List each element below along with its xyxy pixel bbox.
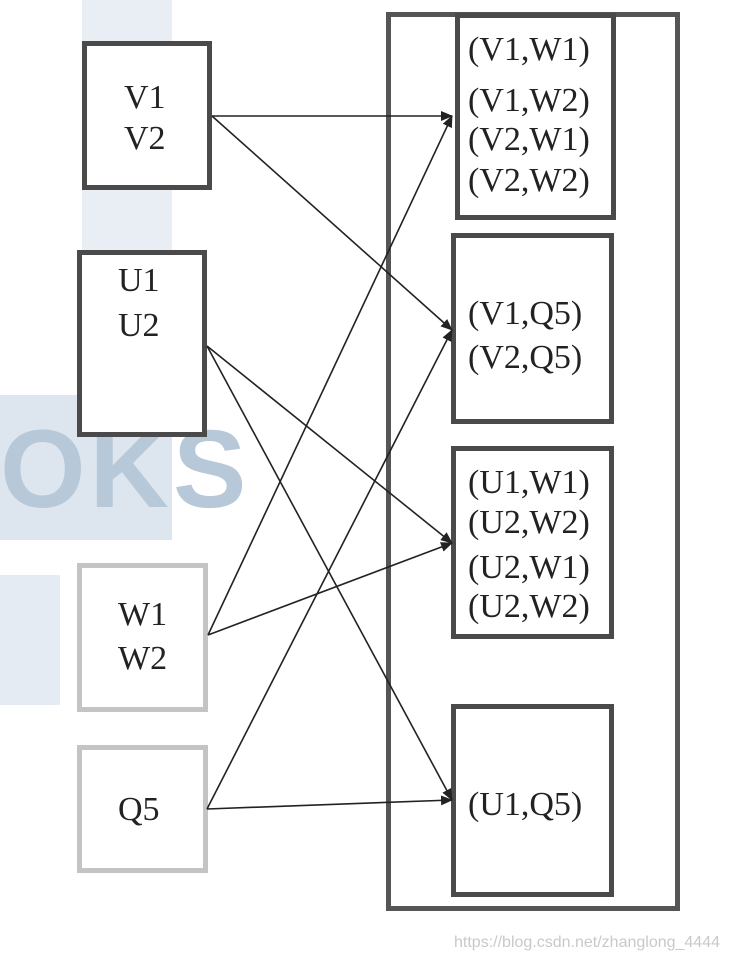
target-box-t4: (U1,Q5)	[451, 704, 614, 897]
source-box-q: Q5	[77, 745, 208, 873]
target-t2-line-1: (V1,Q5)	[468, 295, 583, 332]
target-t3-line-1: (U1,W1)	[468, 464, 590, 501]
target-t1-line-3: (V2,W1)	[468, 121, 590, 158]
edge-u-t4	[206, 345, 453, 801]
source-u-line-1: U1	[118, 262, 160, 299]
target-t4-line-1: (U1,Q5)	[468, 786, 583, 823]
source-box-u: U1 U2	[77, 250, 207, 437]
target-t2-line-2: (V2,Q5)	[468, 339, 583, 376]
edge-q-t4	[206, 795, 453, 810]
target-box-t2: (V1,Q5) (V2,Q5)	[451, 233, 614, 424]
edge-v-t2	[211, 115, 453, 331]
edge-u-t3	[206, 345, 453, 544]
source-box-w: W1 W2	[77, 563, 208, 712]
source-w-line-2: W2	[118, 640, 168, 677]
target-t3-line-2: (U2,W2)	[468, 504, 590, 541]
source-w-line-1: W1	[118, 596, 168, 633]
target-box-t3: (U1,W1) (U2,W2) (U2,W1) (U2,W2)	[451, 446, 614, 639]
target-t3-line-4: (U2,W2)	[468, 588, 590, 625]
target-t1-line-4: (V2,W2)	[468, 162, 590, 199]
source-box-v: V1 V2	[82, 41, 212, 190]
source-u-line-2: U2	[118, 307, 160, 344]
target-box-t1: (V1,W1) (V1,W2) (V2,W1) (V2,W2)	[455, 13, 616, 220]
source-q-line-1: Q5	[118, 791, 160, 828]
target-t3-line-3: (U2,W1)	[468, 549, 590, 586]
target-t1-line-1: (V1,W1)	[468, 31, 590, 68]
source-v-line-1: V1	[124, 79, 166, 116]
edge-w-t1	[207, 115, 453, 636]
source-v-line-2: V2	[124, 120, 166, 157]
target-t1-line-2: (V1,W2)	[468, 82, 590, 119]
source-watermark: https://blog.csdn.net/zhanglong_4444	[454, 934, 720, 951]
edge-w-t3	[207, 542, 453, 636]
edge-q-t2	[206, 329, 453, 810]
background-band-low	[0, 575, 60, 705]
